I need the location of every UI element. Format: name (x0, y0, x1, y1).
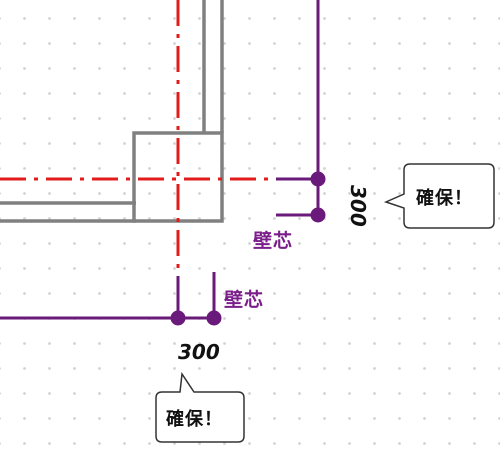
dim-dot-bottom-right (206, 310, 222, 326)
wall-core-label-right: 壁芯 (253, 230, 294, 252)
dimension-label-vertical: 300 (346, 185, 370, 227)
wall-core-label-bottom: 壁芯 (224, 289, 265, 311)
callout-text-bottom: 確保！ (166, 409, 223, 430)
callout-text-right: 確保！ (416, 188, 473, 209)
dimension-dots (170, 171, 326, 326)
callout-bubble-bottom (155, 371, 245, 443)
grid-lines (0, 0, 272, 272)
dimension-label-horizontal: 300 (178, 340, 220, 364)
dim-dot-bottom-left (170, 310, 186, 326)
walls (0, 0, 224, 223)
dim-dot-right-top (310, 171, 326, 187)
dimension-lines (0, 0, 320, 320)
dim-dot-right-bottom (310, 207, 326, 223)
callout-bubble-right (383, 163, 495, 229)
